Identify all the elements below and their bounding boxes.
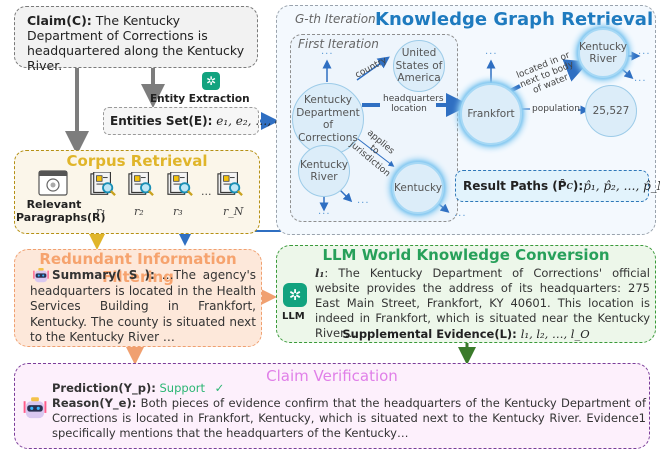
- supplemental-value: l₁, l₂, …, l_O: [520, 327, 590, 341]
- document-label: r₂: [134, 205, 144, 218]
- ellipsis-kdoc: ···: [321, 49, 334, 60]
- ellipsis-kyriver-right-2: ···: [634, 76, 647, 87]
- edge-label-population: population: [532, 104, 580, 114]
- ellipsis-frankfort: ···: [485, 49, 498, 60]
- browser-search-icon: [38, 170, 68, 196]
- document-label: r₃: [173, 205, 183, 218]
- supplemental-label: Supplemental Evidence(L):: [342, 327, 517, 341]
- claim-verification-panel: [14, 363, 650, 449]
- knowledge-graph-title: Knowledge Graph Retrieval: [375, 9, 654, 30]
- node-united-states[interactable]: United States of America: [393, 40, 445, 92]
- corpus-retrieval-title: Corpus Retrieval: [66, 152, 208, 170]
- node-kentucky-river-right[interactable]: Kentucky River: [578, 28, 628, 78]
- redundant-filtering-title: Redundant Information Filtering: [39, 250, 237, 286]
- supplemental-evidence: Supplemental Evidence(L): l₁, l₂, …, l_O: [276, 327, 656, 341]
- robot-icon: [23, 397, 47, 419]
- edge-country: [356, 56, 390, 81]
- ellipsis-kyriver-left-1: ···: [318, 209, 331, 220]
- claim-box: Claim(C): The Kentucky Department of Cor…: [14, 6, 258, 73]
- document-search-icon: [90, 172, 116, 197]
- reason-text: Both pieces of evidence confirm that the…: [52, 396, 646, 440]
- first-iteration-label: First Iteration: [298, 37, 379, 51]
- docs-ellipsis: ···: [201, 188, 212, 201]
- claim-text: The Kentucky Department of Corrections i…: [27, 13, 245, 73]
- edge-label-hq-text: headquarters location: [383, 94, 444, 114]
- chatgpt-icon: ✲: [283, 283, 307, 307]
- claim-verification-title: Claim Verification: [266, 367, 398, 385]
- chatgpt-icon: ✲: [202, 72, 220, 90]
- summary-text: …The agency's headquarters is located in…: [30, 268, 257, 344]
- node-frankfort[interactable]: Frankfort: [460, 83, 522, 145]
- entity-extraction-label: Entity Extraction: [150, 93, 250, 105]
- claim-label: Claim(C):: [27, 13, 92, 28]
- llm-evidence-block: l₁: The Kentucky Department of Correctio…: [315, 266, 650, 341]
- ellipsis-kyriver-right-1: ···: [638, 49, 651, 60]
- edge-located-in-head: [562, 59, 590, 82]
- ellipsis-kentucky: ···: [454, 211, 467, 222]
- robot-icon: [33, 268, 49, 283]
- document-label: r₁: [96, 205, 106, 218]
- node-kentucky-river-left[interactable]: Kentucky River: [298, 145, 350, 197]
- summary-text-block: Summary( S ): …The agency's headquarters…: [30, 268, 256, 346]
- llm-conversion-panel: [276, 245, 656, 343]
- prediction-label: Prediction(Y_p):: [52, 381, 156, 395]
- document-label: r_N: [223, 205, 244, 218]
- check-icon: ✓: [214, 381, 225, 395]
- evidence-text: : The Kentucky Department of Corrections…: [315, 266, 650, 340]
- relevant-paragraphs-label: Relevant Paragraphs(R): [16, 198, 106, 224]
- summary-label: Summary( S ):: [52, 268, 155, 282]
- reason-row: Reason(Y_e): Both pieces of evidence con…: [52, 396, 646, 441]
- entities-set-box: Entities Set(E): e₁, e₂, …, e_K: [103, 107, 297, 135]
- document-search-icon: [128, 172, 154, 197]
- gth-iteration-label: G-th Iteration: [295, 12, 376, 26]
- edge-kyriver-diag: [339, 189, 353, 203]
- ellipsis-kyriver-left-2: ···: [357, 198, 370, 209]
- redundant-filtering-panel: [14, 249, 262, 347]
- evidence-label: l₁: [315, 266, 325, 280]
- node-population-value[interactable]: 25,527: [585, 85, 637, 137]
- verification-text-block: Prediction(Y_p): Support ✓ Reason(Y_e): …: [52, 381, 646, 441]
- node-kentucky[interactable]: Kentucky: [392, 162, 444, 214]
- node-kentucky-department-of-corrections[interactable]: Kentucky Department of Corrections: [292, 83, 364, 155]
- edge-kyriver-right-2: [621, 68, 634, 79]
- reason-label: Reason(Y_e):: [52, 396, 137, 410]
- prediction-value: Support: [159, 381, 205, 395]
- document-search-icon: [217, 172, 243, 197]
- entities-set-label: Entities Set(E):: [110, 114, 213, 128]
- prediction-row: Prediction(Y_p): Support ✓: [52, 381, 646, 396]
- relevant-paragraphs-text: Relevant Paragraphs(R): [16, 198, 106, 224]
- llm-conversion-title: LLM World Knowledge Conversion: [322, 246, 610, 264]
- result-paths-box: Result Paths (P̂C): p̂₁, p̂₂, …, p̂_M: [455, 170, 660, 202]
- edge-label-hq-location: headquarters location: [383, 94, 444, 114]
- result-paths-value: p̂₁, p̂₂, …, p̂_M: [583, 179, 660, 193]
- document-search-icon: [167, 172, 193, 197]
- result-paths-label: Result Paths (P̂: [463, 179, 567, 193]
- llm-icon-label: LLM: [282, 311, 305, 322]
